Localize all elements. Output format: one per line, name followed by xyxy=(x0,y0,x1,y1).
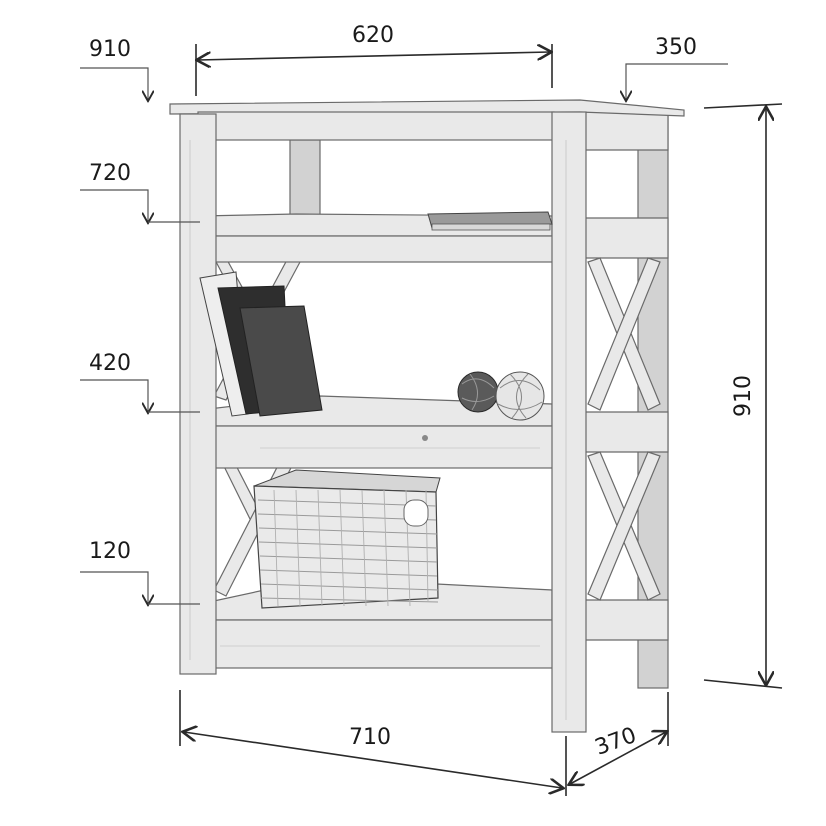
bottom-apron xyxy=(199,619,555,669)
right-upper-x-brace xyxy=(587,257,661,411)
upright-books xyxy=(199,271,323,417)
label-shelf-120: 120 xyxy=(89,539,131,564)
middle-shelf-apron xyxy=(199,425,555,469)
label-total-height: 910 xyxy=(731,375,756,417)
upper-shelf-apron xyxy=(199,235,555,263)
label-top-height-left: 910 xyxy=(89,37,131,62)
wicker-basket xyxy=(253,469,441,609)
flat-book xyxy=(427,211,553,231)
right-side-middle-rail xyxy=(579,411,669,453)
rattan-balls xyxy=(457,371,545,421)
right-side-top-rail xyxy=(579,111,669,151)
right-side-bottom-rail xyxy=(579,599,669,641)
dimension-annotations: 620 910 350 720 420 120 910 710 370 xyxy=(80,23,783,796)
front-left-leg xyxy=(179,113,217,675)
label-bottom-depth: 370 xyxy=(592,723,640,761)
shelf-illustration xyxy=(169,99,685,733)
top-apron xyxy=(197,111,555,141)
label-top-width: 620 xyxy=(352,23,394,48)
screw-icon xyxy=(422,435,428,441)
right-side-upper-rail xyxy=(579,217,669,259)
label-shelf-720: 720 xyxy=(89,161,131,186)
front-right-leg xyxy=(551,111,587,733)
label-top-depth: 350 xyxy=(655,35,697,60)
label-shelf-420: 420 xyxy=(89,351,131,376)
right-lower-x-brace xyxy=(587,451,661,601)
label-bottom-width: 710 xyxy=(349,725,391,750)
